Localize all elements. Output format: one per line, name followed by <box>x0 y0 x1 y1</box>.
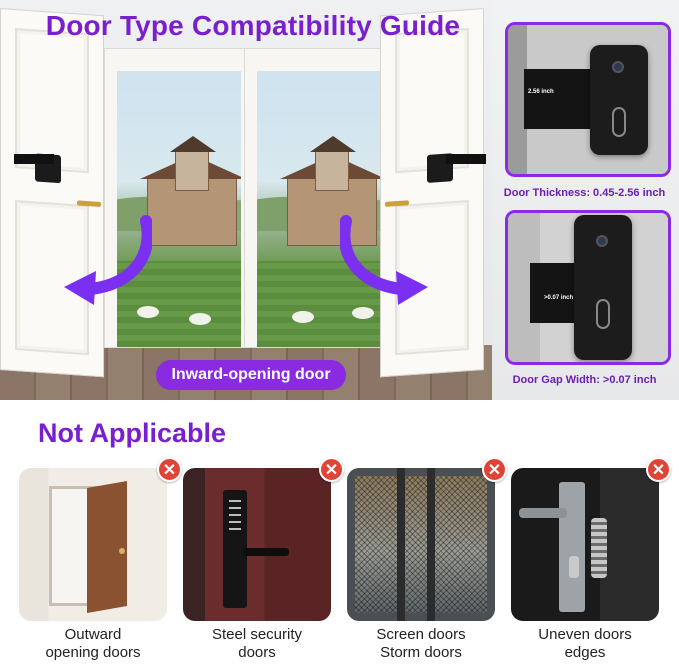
door-frame-right <box>244 48 392 348</box>
label-outward-doors: Outward opening doors <box>45 626 141 661</box>
label-steel-doors: Steel security doors <box>211 626 303 661</box>
not-allowed-icon: ✕ <box>482 457 507 482</box>
left-door <box>0 8 104 378</box>
thickness-tag: 2.56 inch <box>528 89 554 95</box>
page-title: Door Type Compatibility Guide <box>45 10 461 41</box>
tile-steel-door <box>183 468 331 621</box>
outdoor-view-right <box>257 71 381 347</box>
tile-uneven-door <box>511 468 659 621</box>
screen-mesh <box>355 476 487 613</box>
thickness-caption: Door Thickness: 0.45-2.56 inch <box>503 187 666 199</box>
camera-icon <box>596 235 608 247</box>
gap-tag: >0.07 inch <box>544 295 574 301</box>
bracket-strap <box>14 154 54 164</box>
thickness-inset: 2.56 inch <box>505 22 671 177</box>
key-icon <box>569 556 579 578</box>
right-door <box>380 8 484 378</box>
lawn <box>117 261 241 347</box>
sheep <box>137 306 159 318</box>
doorbell-button <box>612 107 626 137</box>
not-allowed-icon: ✕ <box>646 457 671 482</box>
door-frame-left <box>104 48 252 348</box>
tile-outward-door <box>19 468 167 621</box>
lock-plate <box>559 482 585 612</box>
doorbell-device <box>574 215 632 360</box>
arrow-right-icon <box>340 215 428 305</box>
tile-screen-door <box>347 468 495 621</box>
sheep <box>189 313 211 325</box>
label-screen-doors: Screen doors Storm doors <box>376 626 466 661</box>
not-applicable-title: Not Applicable <box>38 418 227 448</box>
open-door <box>87 480 127 613</box>
arrow-left-icon <box>64 215 152 305</box>
lever-handle <box>519 508 567 518</box>
house-tower <box>310 136 356 191</box>
doorbell-device <box>590 45 648 155</box>
doorbell-button <box>596 299 610 329</box>
house-tower <box>170 136 216 191</box>
gap-inset: >0.07 inch <box>505 210 671 365</box>
outdoor-view-left <box>117 71 241 347</box>
not-allowed-icon: ✕ <box>319 457 344 482</box>
lever-handle <box>243 548 289 556</box>
bracket-strap <box>446 154 486 164</box>
sheep <box>352 307 374 319</box>
sheep <box>292 311 314 323</box>
camera-icon <box>612 61 624 73</box>
not-allowed-icon: ✕ <box>157 457 182 482</box>
inward-opening-label: Inward-opening door <box>156 360 346 390</box>
gap-caption: Door Gap Width: >0.07 inch <box>512 374 657 386</box>
label-uneven-doors: Uneven doors edges <box>538 626 632 661</box>
door-scene: Door Type Compatibility Guide Inward-ope… <box>0 0 492 400</box>
